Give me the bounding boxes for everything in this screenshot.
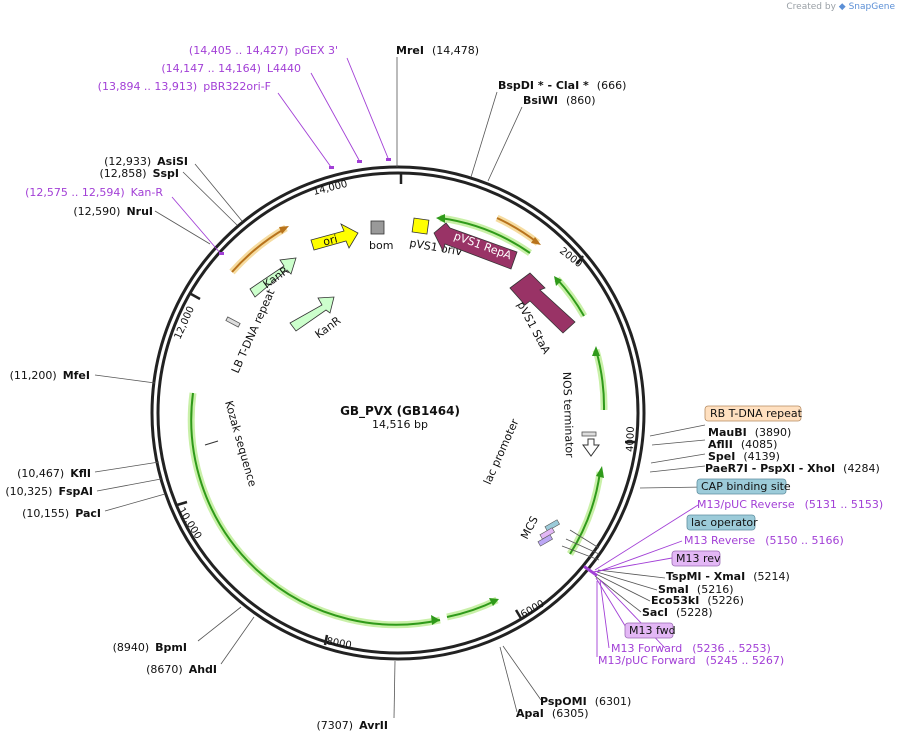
primer-pbr322ori-f[interactable]: (13,894 .. 13,913)pBR322ori-F	[98, 80, 271, 93]
site-pspomi[interactable]: PspOMI(6301)	[540, 695, 631, 708]
site-bpmi[interactable]: (8940)BpmI	[113, 641, 187, 654]
box-rb-tdna-repeat[interactable]: RB T-DNA repeat	[704, 405, 803, 422]
site-kfli[interactable]: (10,467)KflI	[17, 467, 91, 480]
feature-kozak[interactable]: Kozak sequence	[204, 399, 259, 488]
site-labels: MreI(14,478) BspDI * - ClaI *(666) BsiWI…	[5, 44, 879, 732]
feature-kanr-2[interactable]: KanR	[289, 296, 344, 341]
site-bspdi-clai[interactable]: BspDI * - ClaI *(666)	[498, 79, 626, 92]
feature-nos-label: NOS terminator	[560, 372, 576, 459]
feature-kanr-2-label: KanR	[313, 314, 344, 341]
site-maubi[interactable]: MauBI(3890)	[708, 426, 791, 439]
site-bsiwi[interactable]: BsiWI(860)	[523, 94, 596, 107]
feature-lac-promoter[interactable]: lac promoter MCS	[481, 417, 560, 547]
site-apai[interactable]: ApaI(6305)	[516, 707, 588, 720]
primer-l4440[interactable]: (14,147 .. 14,164)L4440	[161, 62, 301, 75]
feature-bom-label: bom	[369, 239, 393, 252]
boxed-labels: RB T-DNA repeat CAP binding site lac ope…	[624, 405, 803, 639]
primer-m13-puc-forward[interactable]: M13/pUC Forward(5245 .. 5267)	[598, 654, 784, 667]
primer-kan-r[interactable]: (12,575 .. 12,594)Kan-R	[25, 186, 163, 199]
svg-text:M13 rev: M13 rev	[676, 552, 721, 565]
primer-pgex3[interactable]: (14,405 .. 14,427)pGEX 3'	[189, 44, 338, 57]
primer-marks	[219, 158, 598, 577]
feature-nos-terminator[interactable]: NOS terminator	[560, 372, 600, 459]
site-ahdi[interactable]: (8670)AhdI	[146, 663, 217, 676]
tick-label-4000: 4000	[625, 426, 637, 452]
site-paci[interactable]: (10,155)PacI	[22, 507, 101, 520]
plasmid-size: 14,516 bp	[372, 418, 428, 431]
box-m13-fwd[interactable]: M13 fwd	[624, 622, 676, 639]
box-lac-operator[interactable]: lac operator	[686, 514, 758, 531]
primer-m13-reverse[interactable]: M13 Reverse(5150 .. 5166)	[684, 534, 844, 547]
site-saci[interactable]: SacI(5228)	[642, 606, 713, 619]
site-aflii[interactable]: AflII(4085)	[708, 438, 777, 451]
svg-text:RB T-DNA repeat: RB T-DNA repeat	[710, 407, 803, 420]
tick-marks	[176, 172, 637, 646]
site-paer7i-pspxi-xhoi[interactable]: PaeR7I - PspXI - XhoI(4284)	[705, 462, 880, 475]
backbone-outer	[150, 165, 646, 661]
box-cap-binding-site[interactable]: CAP binding site	[696, 478, 791, 495]
feature-lb-tdna-label: LB T-DNA repeat	[229, 287, 278, 376]
snapgene-logo-icon: ◆ SnapGene	[838, 2, 895, 12]
primer-labels: (14,405 .. 14,427)pGEX 3' (14,147 .. 14,…	[25, 44, 883, 667]
backbone-inner	[156, 171, 640, 655]
site-fspai[interactable]: (10,325)FspAI	[5, 485, 93, 498]
box-m13-rev[interactable]: M13 rev	[671, 550, 721, 567]
tick-label-8000: 8000	[325, 636, 352, 651]
plasmid-name: GB_PVX (GB1464)	[340, 404, 460, 419]
primer-m13-puc-reverse[interactable]: M13/pUC Reverse(5131 .. 5153)	[697, 498, 883, 511]
feature-lac-promoter-label: lac promoter	[481, 417, 522, 487]
site-asisi[interactable]: (12,933)AsiSI	[104, 155, 188, 168]
orf-arrowheads	[279, 214, 604, 625]
feature-ori[interactable]: ori	[310, 223, 359, 251]
site-smai[interactable]: SmaI(5216)	[658, 583, 733, 596]
site-mfei[interactable]: (11,200)MfeI	[10, 369, 90, 382]
feature-ori-label: ori	[322, 232, 339, 248]
site-sspi[interactable]: (12,858)SspI	[99, 167, 179, 180]
snapgene-credit: Created by ◆ SnapGene	[786, 2, 895, 12]
site-avrii[interactable]: (7307)AvrII	[317, 719, 388, 732]
feature-kozak-label: Kozak sequence	[222, 399, 259, 488]
svg-text:CAP binding site: CAP binding site	[701, 480, 791, 493]
primer-m13-forward[interactable]: M13 Forward(5236 .. 5253)	[611, 642, 771, 655]
site-tspmi-xmai[interactable]: TspMI - XmaI(5214)	[666, 570, 790, 583]
site-leader-lines	[94, 57, 706, 719]
feature-lb-tdna-repeat[interactable]: LB T-DNA repeat	[225, 287, 278, 376]
site-nrui[interactable]: (12,590)NruI	[73, 205, 153, 218]
feature-mcs-label: MCS	[518, 514, 541, 541]
site-mrei[interactable]: MreI(14,478)	[396, 44, 479, 57]
primer-leader-lines	[171, 57, 699, 657]
feature-bom[interactable]: bom	[369, 220, 393, 252]
svg-text:lac operator: lac operator	[691, 516, 758, 529]
site-eco53ki[interactable]: Eco53kI(5226)	[651, 594, 744, 607]
svg-text:M13 fwd: M13 fwd	[629, 624, 676, 637]
site-spei[interactable]: SpeI(4139)	[708, 450, 780, 463]
